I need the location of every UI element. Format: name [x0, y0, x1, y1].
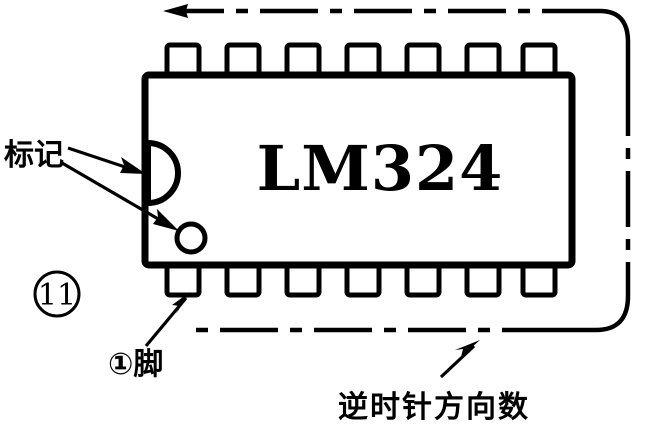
pin-row-bottom — [164, 260, 558, 298]
pin-one-leader-line — [144, 296, 188, 348]
marking-leader-group — [61, 146, 179, 231]
pin-one-dot-icon — [174, 221, 208, 255]
marking-arrowhead-dot-icon — [153, 209, 179, 231]
pin-one-arrowhead-icon — [172, 292, 190, 314]
pin-one-leader-group — [144, 292, 190, 348]
marking-leader-line-to-dot — [61, 161, 173, 229]
counterclockwise-flow-path — [163, 4, 631, 333]
chip-part-number: LM324 — [257, 132, 504, 205]
direction-label: 逆时针方向数 — [338, 390, 530, 425]
marking-label: 标记 — [4, 138, 64, 173]
semicircle-notch-icon — [145, 139, 181, 207]
pin-one-label: ①脚 — [108, 347, 163, 382]
flow-path-top-right-corner — [599, 8, 631, 80]
marking-arrowhead-notch-icon — [120, 157, 146, 174]
figure-number-text: 11 — [38, 278, 76, 313]
direction-leader-line — [439, 344, 476, 379]
figure-number-badge: 11 — [33, 270, 81, 318]
direction-leader-group — [439, 340, 480, 379]
direction-arrowhead-icon — [455, 340, 480, 357]
flow-direction-arrowhead-icon — [163, 4, 188, 18]
figure-number-circle — [33, 270, 81, 318]
flow-path-bottom-right-corner — [560, 295, 631, 333]
